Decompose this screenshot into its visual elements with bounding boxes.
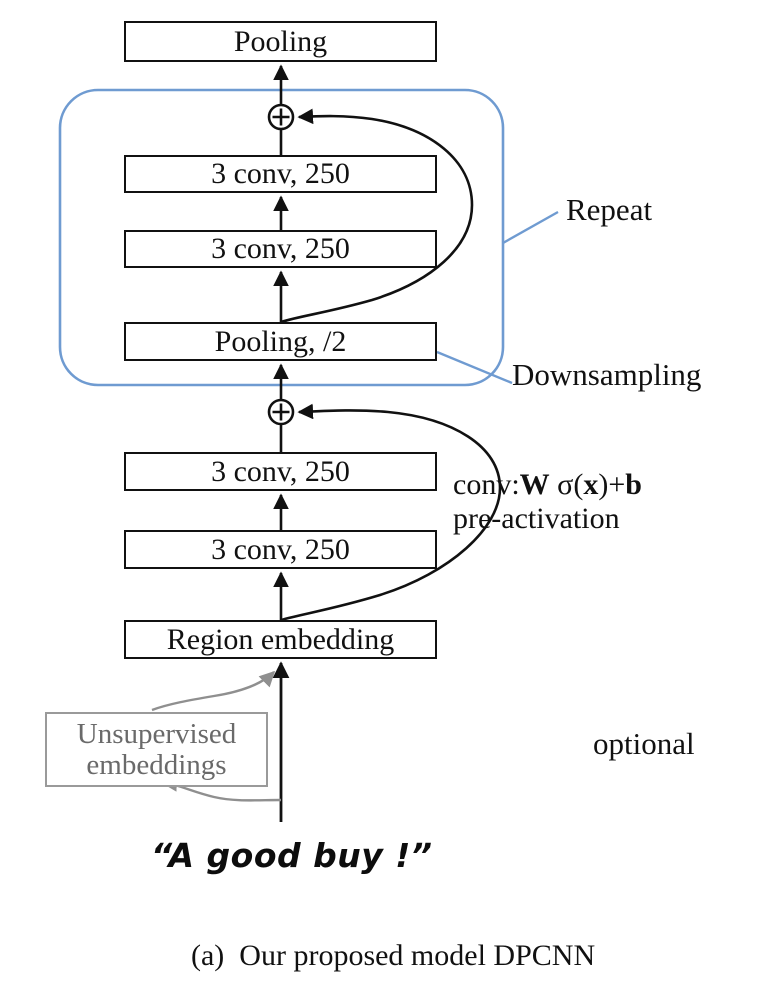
label-optional: optional — [593, 726, 695, 762]
caption-text: (a) Our proposed model DPCNN — [191, 939, 596, 972]
block-label: Region embedding — [166, 622, 395, 656]
block-label: 3 conv, 250 — [211, 454, 350, 488]
unsupervised-line-1: Unsupervised — [76, 718, 237, 751]
downsampling-text: Downsampling — [512, 357, 702, 392]
block-conv-3-250-upper-a[interactable]: 3 conv, 250 — [124, 155, 437, 193]
formula-weight-symbol: W — [519, 468, 550, 501]
block-label: Pooling — [233, 24, 328, 58]
downsampling-leader-line — [436, 350, 513, 385]
optional-text: optional — [593, 726, 695, 761]
label-conv-formula: conv:W σ(x)+b pre-activation — [453, 468, 642, 535]
block-pooling-half[interactable]: Pooling, /2 — [124, 322, 437, 361]
repeat-leader-line — [502, 210, 559, 245]
input-sample-text: “A good buy !” — [151, 836, 433, 875]
formula-sigma-open: σ( — [549, 468, 584, 501]
block-conv-3-250-upper-b[interactable]: 3 conv, 250 — [124, 230, 437, 268]
block-conv-3-250-lower-a[interactable]: 3 conv, 250 — [124, 452, 437, 491]
block-conv-3-250-lower-b[interactable]: 3 conv, 250 — [124, 530, 437, 569]
block-label: Pooling, /2 — [214, 324, 347, 358]
block-pooling-top[interactable]: Pooling — [124, 21, 437, 62]
formula-prefix: conv: — [453, 468, 520, 501]
formula-line-2: pre-activation — [453, 501, 620, 535]
input-sample-value: “A good buy !” — [151, 836, 433, 875]
block-unsupervised-embeddings[interactable]: Unsupervised embeddings — [45, 712, 268, 787]
figure-caption: (a) Our proposed model DPCNN — [161, 905, 595, 1007]
formula-bias-symbol: b — [625, 468, 642, 501]
gray-curve-unsupervised-to-region-embedding — [151, 670, 276, 712]
adder-lower — [267, 398, 295, 426]
block-label: 3 conv, 250 — [211, 532, 350, 566]
block-label: 3 conv, 250 — [211, 232, 350, 265]
formula-line-1: conv:W σ(x)+b — [453, 468, 642, 502]
dpcnn-architecture-figure: Pooling 3 conv, 250 3 conv, 250 Pooling,… — [45, 21, 702, 972]
repeat-text: Repeat — [566, 192, 653, 227]
adder-upper — [267, 103, 295, 131]
formula-close-plus: )+ — [598, 468, 626, 501]
unsupervised-line-2: embeddings — [86, 748, 227, 781]
block-label: 3 conv, 250 — [211, 157, 350, 190]
formula-input-symbol: x — [583, 468, 599, 501]
skip-connection-lower — [280, 403, 502, 622]
skip-connection-upper — [280, 108, 474, 324]
label-repeat: Repeat — [566, 192, 653, 228]
diagram-connectors-layer — [58, 64, 559, 822]
label-downsampling: Downsampling — [512, 357, 702, 393]
block-region-embedding[interactable]: Region embedding — [124, 620, 437, 659]
